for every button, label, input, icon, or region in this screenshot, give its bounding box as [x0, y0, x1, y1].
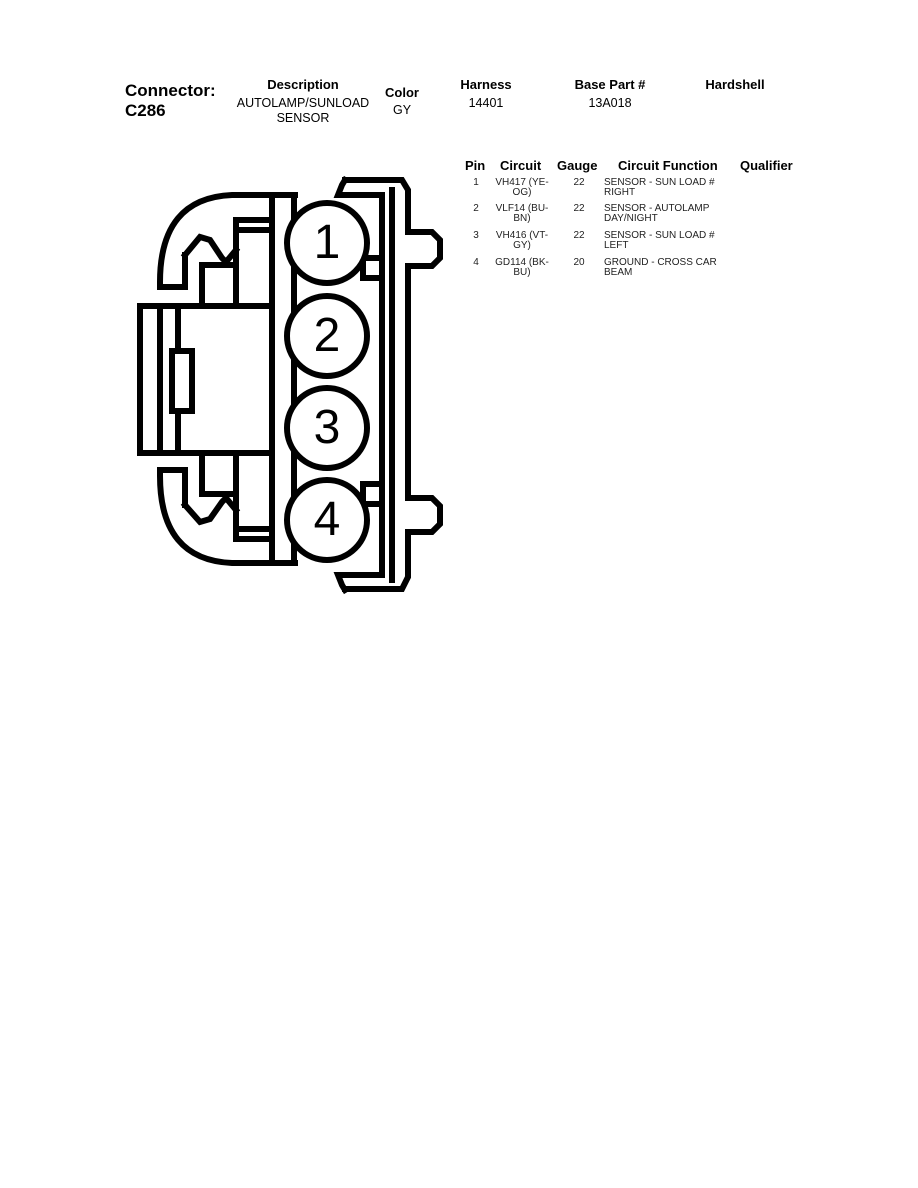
resistor-symbol: [169, 348, 195, 414]
function-line1: GROUND - CROSS CAR: [604, 257, 717, 268]
right-outer-frame: [342, 177, 443, 592]
function-line1: SENSOR - SUN LOAD #: [604, 230, 715, 241]
function-line2: BEAM: [604, 267, 633, 278]
circuit-line2: BN): [513, 213, 531, 224]
function-line2: DAY/NIGHT: [604, 213, 658, 224]
circuit-line2: GY): [513, 240, 531, 251]
circuit-line2: OG): [512, 187, 532, 198]
pin-label-3: 3: [313, 401, 341, 454]
pin-label-4: 4: [313, 493, 341, 546]
hardshell-label: Hardshell: [705, 77, 765, 92]
table-row: 3 VH416 (VT- GY) 22 SENSOR - SUN LOAD # …: [460, 230, 800, 253]
description-label: Description: [267, 77, 339, 92]
col-qualifier: Qualifier: [740, 158, 793, 173]
top-latch: [180, 233, 241, 267]
pin-label-1: 1: [313, 216, 341, 269]
pin-number: 2: [473, 203, 479, 214]
pin-number: 3: [473, 230, 479, 241]
function-line1: SENSOR - SUN LOAD #: [604, 177, 715, 188]
bottom-inner-rect-2: [199, 450, 239, 497]
col-pin: Pin: [465, 158, 486, 173]
top-inner-rect-2: [199, 262, 239, 309]
base-part-label: Base Part #: [574, 77, 646, 92]
circuit-line2: BU): [513, 267, 531, 278]
col-circuit: Circuit: [500, 158, 542, 173]
function-line1: SENSOR - AUTOLAMP: [604, 203, 710, 214]
description-value-line1: AUTOLAMP/SUNLOAD: [236, 96, 370, 110]
gauge: 22: [573, 203, 585, 214]
gauge: 20: [573, 257, 585, 268]
circuit-line1: VH416 (VT-: [495, 230, 549, 241]
gauge: 22: [573, 177, 585, 188]
col-circuit-function: Circuit Function: [618, 158, 718, 173]
harness-value: 14401: [468, 96, 504, 110]
pin-4-circle: [284, 477, 370, 563]
pin-label-2: 2: [313, 309, 341, 362]
pin1-tab: [360, 255, 385, 281]
housing-bottom-arc: [157, 467, 298, 566]
color-label: Color: [385, 85, 419, 100]
base-part-value: 13A018: [588, 96, 632, 110]
circuit-line1: VH417 (YE-: [495, 177, 549, 188]
connector-id: C286: [125, 101, 166, 120]
circuit-line1: GD114 (BK-: [495, 257, 549, 268]
harness-label: Harness: [460, 77, 512, 92]
col-gauge: Gauge: [557, 158, 598, 173]
description-value-line2: SENSOR: [276, 111, 330, 125]
circuit-line1: VLF14 (BU-: [495, 203, 549, 214]
pin-number: 4: [473, 257, 479, 268]
pin-1-circle: [284, 200, 370, 286]
right-inner-rail: [333, 175, 385, 595]
table-row: 1 VH417 (YE- OG) 22 SENSOR - SUN LOAD # …: [460, 177, 800, 200]
table-row: 4 GD114 (BK- BU) 20 GROUND - CROSS CAR B…: [460, 257, 800, 280]
pin4-tab: [360, 481, 385, 507]
function-line2: LEFT: [604, 240, 629, 251]
pin-3-circle: [284, 385, 370, 471]
table-row: 2 VLF14 (BU- BN) 22 SENSOR - AUTOLAMP DA…: [460, 203, 800, 226]
pin-2-circle: [284, 293, 370, 379]
connector-label: Connector:: [125, 81, 216, 100]
function-line2: RIGHT: [604, 187, 636, 198]
color-value: GY: [392, 103, 412, 117]
pin-number: 1: [473, 177, 479, 188]
gauge: 22: [573, 230, 585, 241]
bottom-latch: [180, 493, 241, 526]
housing-top-arc: [157, 192, 298, 290]
